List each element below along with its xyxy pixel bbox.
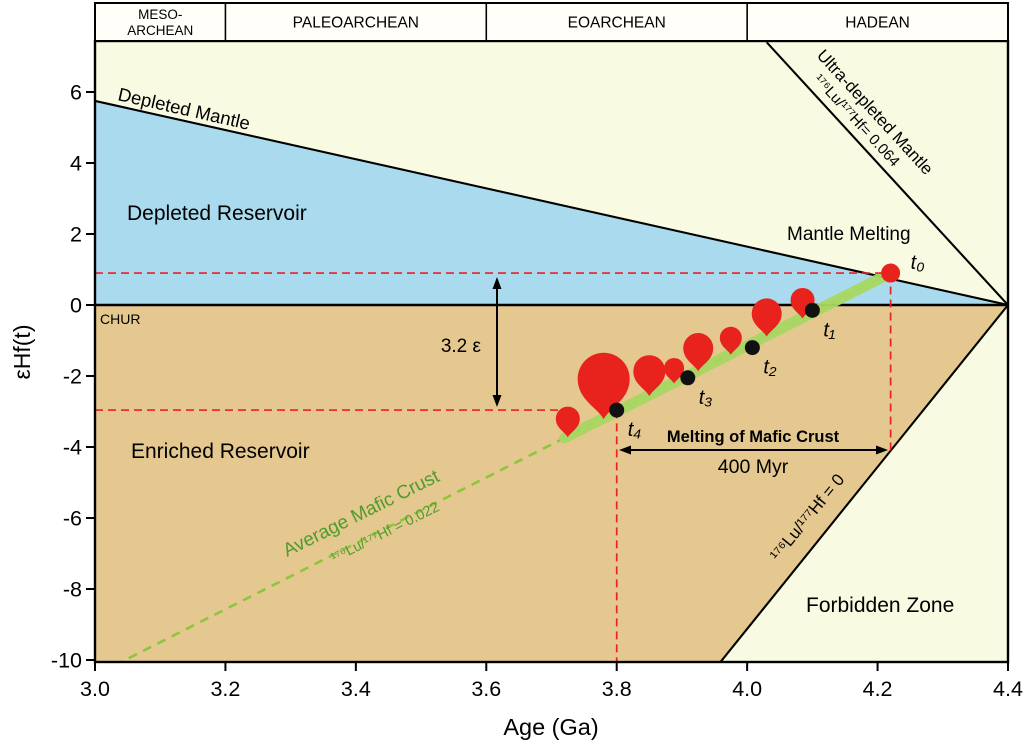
x-tick-label: 4.4 [993,677,1023,701]
y-tick-label: 4 [70,152,82,176]
point-label-3: t₃ [699,387,713,409]
region-forbidden-zone [720,305,1008,662]
point-2 [744,340,760,356]
point-4 [609,402,625,418]
point-label-0: t₀ [911,252,925,274]
melt-pocket [751,298,782,337]
point-label-2: t₂ [763,357,777,379]
x-tick-label: 3.0 [80,677,110,701]
melt-pocket [664,357,685,384]
point-label-4: t₄ [628,419,642,441]
y-tick-label: 0 [70,294,82,318]
melt-pocket [577,352,630,420]
melt-pocket [633,355,666,397]
y-tick-label: -10 [51,649,82,673]
era-label: MESO- [138,7,182,22]
label-chur: CHUR [100,311,140,327]
y-axis-title: εHf(t) [9,325,35,380]
melt-pocket [719,326,742,355]
x-tick-label: 3.8 [602,677,632,701]
x-tick-label: 3.4 [341,677,371,701]
label-400-myr: 400 Myr [718,456,789,478]
arrow-head-left [619,445,631,455]
melt-pocket [683,333,714,372]
x-tick-label: 3.2 [210,677,240,701]
y-tick-label: -2 [63,365,82,389]
line-depleted-mantle [95,99,1008,307]
region-enriched-reservoir [95,305,1008,662]
melt-pocket [555,406,580,438]
point-1 [804,302,820,318]
y-tick-label: 6 [70,81,82,105]
label-melting-of-mafic-crust: Melting of Mafic Crust [667,428,840,446]
label-mantle-melting: Mantle Melting [787,224,911,245]
y-tick-label: -8 [63,578,82,602]
line-ultra-depleted-mantle [765,41,1008,306]
era-band [94,2,1009,42]
era-label: EOARCHEAN [568,15,666,32]
line-zero-lu-hf [719,304,1008,662]
era-label: HADEAN [845,15,910,32]
point-3 [680,370,696,386]
label-enriched-reservoir: Enriched Reservoir [131,440,310,463]
arrow-head-right [876,445,888,455]
y-tick-label: 2 [70,223,82,247]
label-epsilon-offset: 3.2 ε [441,336,482,357]
arrow-head-up [492,277,502,289]
era-label: ARCHEAN [127,23,193,38]
x-tick-label: 4.2 [863,677,893,701]
label-forbidden-zone: Forbidden Zone [806,594,954,617]
arrow-head-down [492,395,502,407]
y-tick-label: -6 [63,507,82,531]
x-axis-title: Age (Ga) [503,714,598,740]
y-tick-label: -4 [63,436,82,460]
point-label-1: t₁ [823,319,835,341]
x-tick-label: 4.0 [732,677,762,701]
era-label: PALEOARCHEAN [293,15,419,32]
point-t0 [881,263,901,283]
label-depleted-reservoir: Depleted Reservoir [127,202,307,225]
x-tick-label: 3.6 [471,677,501,701]
